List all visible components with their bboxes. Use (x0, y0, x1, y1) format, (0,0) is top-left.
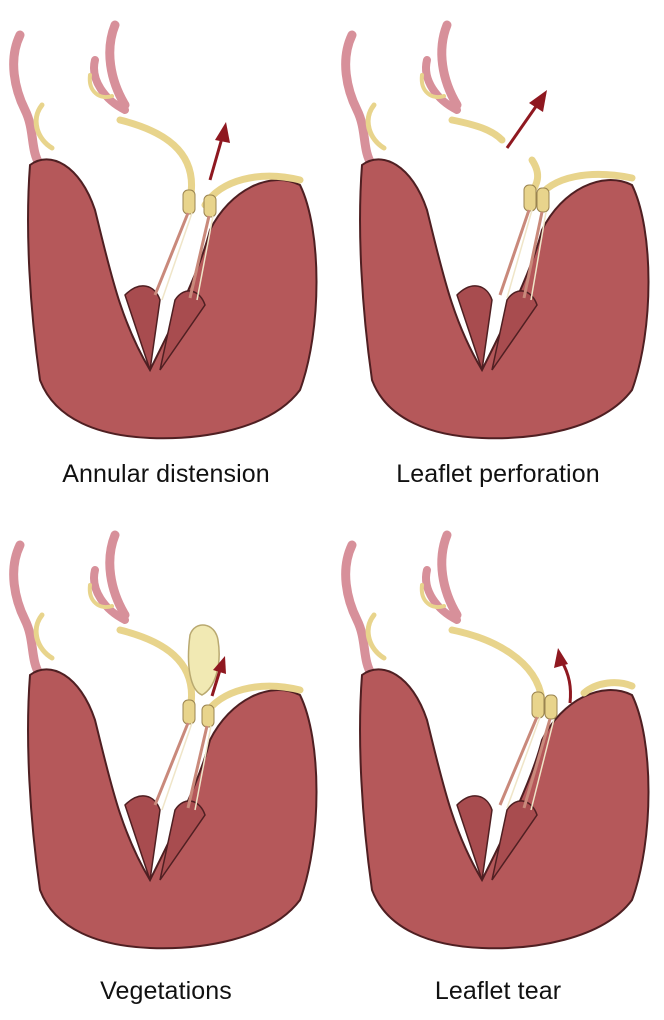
vessels (14, 535, 125, 675)
panel-annular-distension: Annular distension (0, 0, 332, 510)
caption-annular-distension: Annular distension (0, 460, 332, 489)
panel-leaflet-tear: Leaflet tear (332, 510, 664, 1020)
vessels (346, 25, 457, 165)
flow-arrow-icon (507, 90, 547, 148)
myocardium (28, 159, 316, 438)
vessels (346, 535, 457, 675)
flow-arrow-icon (210, 122, 230, 180)
heart-illustration (0, 0, 332, 510)
panel-vegetations: Vegetations (0, 510, 332, 1020)
panel-leaflet-perforation: Leaflet perforation (332, 0, 664, 510)
caption-leaflet-tear: Leaflet tear (332, 977, 664, 1006)
heart-illustration (332, 510, 664, 1020)
myocardium (28, 669, 316, 948)
heart-illustration (0, 510, 332, 1020)
flow-arrow-icon (554, 648, 571, 703)
myocardium (360, 159, 648, 438)
vessels (14, 25, 125, 165)
caption-vegetations: Vegetations (0, 977, 332, 1006)
heart-illustration (332, 0, 664, 510)
myocardium (360, 669, 648, 948)
caption-leaflet-perforation: Leaflet perforation (332, 460, 664, 489)
